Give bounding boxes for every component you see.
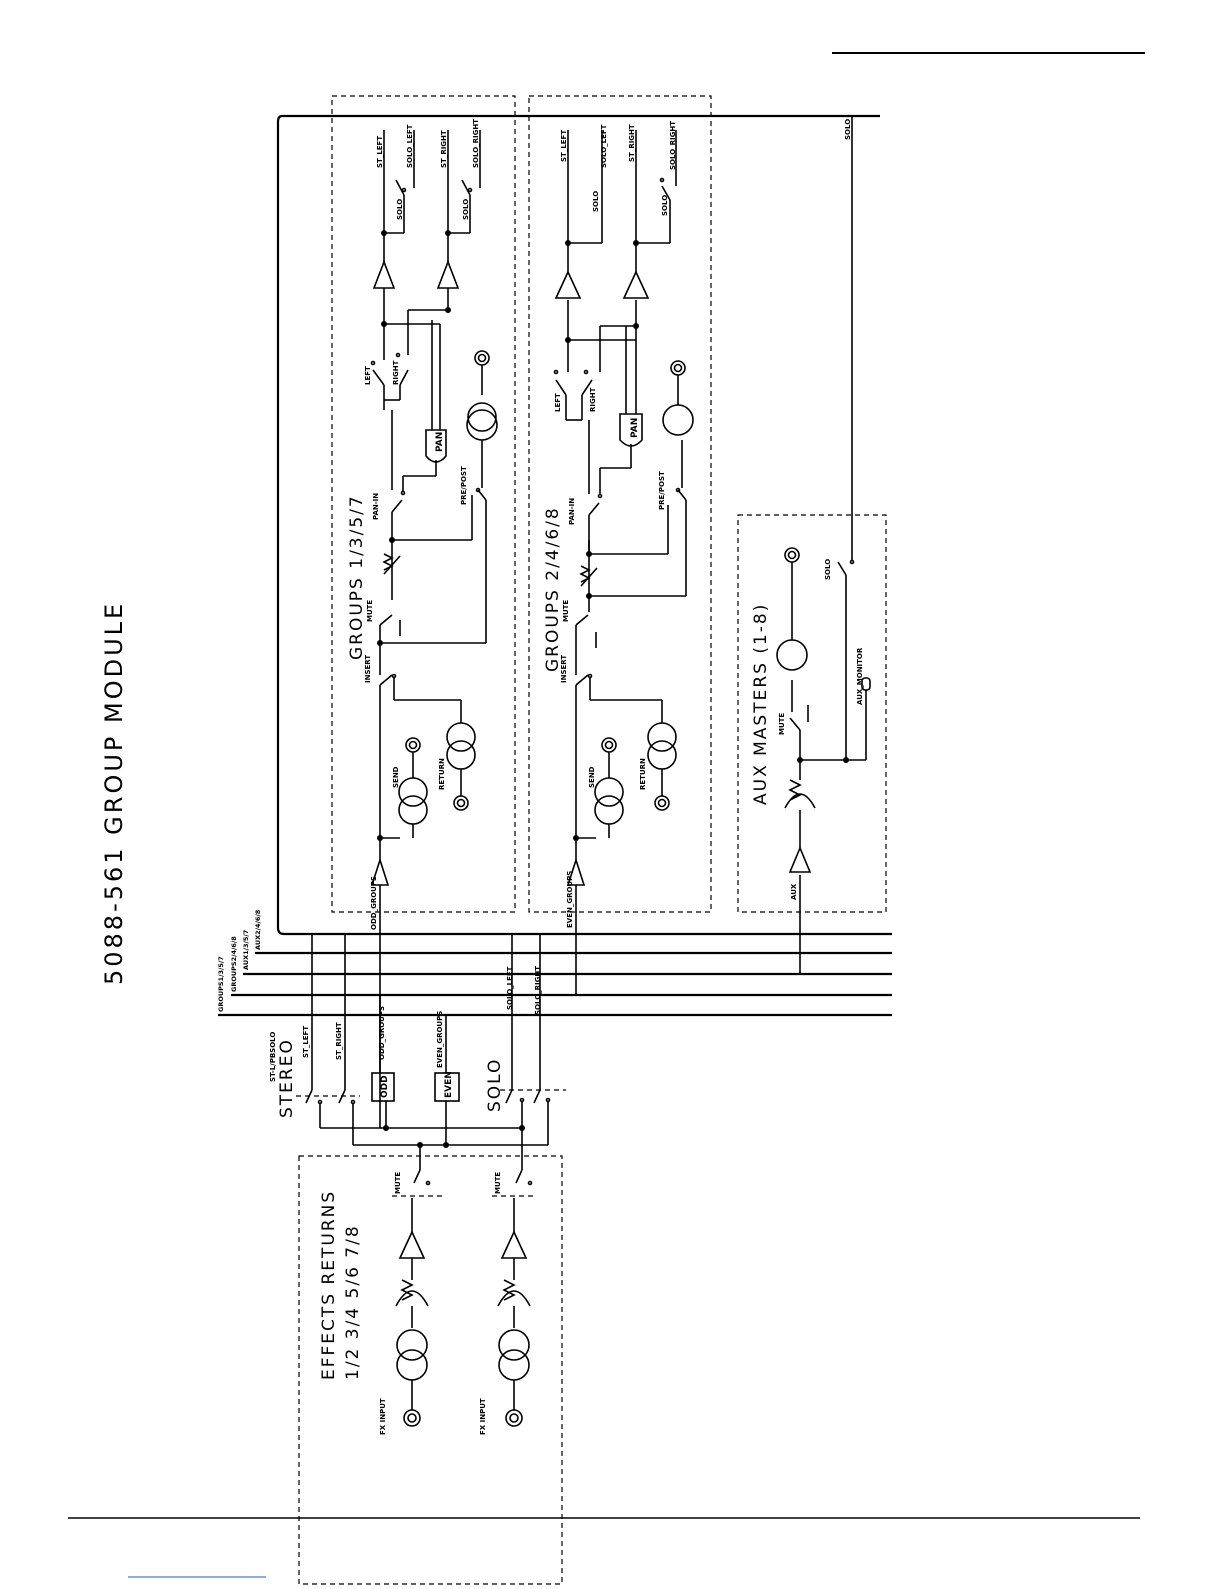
mute-label-even: MUTE: [562, 600, 570, 622]
odd-groups-label-lower: ODD_GROUPS: [378, 1006, 386, 1060]
solo-label-odd-2: SOLO: [462, 199, 470, 220]
mute-label-aux: MUTE: [778, 713, 786, 735]
even-groups-label: EVEN_GROUPS: [566, 871, 574, 928]
aux-label: AUX: [790, 883, 798, 900]
effects-returns-title-1: EFFECTS RETURNS: [319, 1190, 339, 1380]
fx-input-label-2: FX INPUT: [479, 1398, 487, 1435]
solo-label-top: SOLO: [844, 119, 852, 140]
right-label-even: RIGHT: [589, 387, 597, 412]
solo-left-label-even: SOLO_LEFT: [600, 124, 608, 168]
st-right-label-even: ST_RIGHT: [628, 124, 636, 162]
solo-right-label-even: SOLO_RIGHT: [669, 121, 677, 170]
bus-label-groups-odd: GROUPS1/3/5/7: [217, 956, 225, 1012]
aux-masters-title: AUX MASTERS (1-8): [751, 603, 771, 805]
mute-label-odd: MUTE: [366, 600, 374, 622]
even-box-label: EVEN: [444, 1071, 454, 1098]
pan-in-label-odd: PAN-IN: [372, 493, 380, 520]
insert-label-odd: INSERT: [364, 655, 372, 683]
send-label-odd: SEND: [392, 766, 400, 788]
left-label-even: LEFT: [554, 393, 562, 412]
groups-even-block: GROUPS 2/4/6/8 EVEN_GROUPS SEND RETURN I…: [528, 95, 712, 995]
stereo-title: STEREO: [277, 1038, 297, 1118]
return-label-even: RETURN: [639, 758, 647, 790]
odd-groups-label: ODD_GROUPS: [370, 876, 378, 930]
pan-in-label-even: PAN-IN: [568, 498, 576, 525]
pre-post-label-odd: PRE/POST: [460, 466, 468, 505]
st-right-label-stereo: ST_RIGHT: [335, 1022, 343, 1060]
bus-label-aux-odd: AUX1/3/5/7: [242, 930, 250, 970]
return-label-odd: RETURN: [438, 758, 446, 790]
solo-label-even-2: SOLO: [661, 195, 669, 216]
groups-odd-title: GROUPS 1/3/5/7: [347, 494, 367, 660]
solo-label-even-1: SOLO: [592, 191, 600, 212]
solo-right-label-odd: SOLO_RIGHT: [472, 119, 480, 168]
fx-input-label-1: FX INPUT: [379, 1398, 387, 1435]
odd-box-label: ODD: [380, 1075, 390, 1098]
right-label-odd: RIGHT: [392, 360, 400, 385]
effects-returns-title-2: 1/2 3/4 5/6 7/8: [343, 1224, 363, 1380]
send-label-even: SEND: [588, 766, 596, 788]
bus-label-aux-even: AUX2/4/6/8: [254, 909, 262, 950]
groups-odd-block: GROUPS 1/3/5/7 ODD_GROUPS SEND RETURN IN…: [331, 95, 516, 1128]
aux-masters-block: AUX MASTERS (1-8) AUX AUX_MONITOR MUTE S…: [737, 116, 887, 974]
stereo-solo-section: STEREO ST-L/PBSOLO ST_LEFT ST_RIGHT ODD …: [269, 934, 566, 1148]
st-left-label-even: ST_LEFT: [560, 130, 568, 162]
mute-label-fx2: MUTE: [494, 1172, 502, 1194]
bus-label-groups-even: GROUPS2/4/6/8: [230, 936, 238, 992]
mute-label-fx1: MUTE: [394, 1172, 402, 1194]
pan-label-even: PAN: [630, 418, 640, 438]
solo-left-label-odd: SOLO_LEFT: [406, 124, 414, 168]
insert-label-even: INSERT: [560, 655, 568, 683]
even-groups-label-lower: EVEN_GROUPS: [436, 1011, 444, 1068]
bus-lines: [218, 114, 892, 1017]
effects-returns-block: EFFECTS RETURNS 1/2 3/4 5/6 7/8 MUTE FX …: [298, 1128, 563, 1585]
solo-right-label-lower: SOLO_RIGHT: [534, 966, 542, 1015]
pan-label-odd: PAN: [435, 432, 445, 452]
st-left-label-odd: ST_LEFT: [376, 136, 384, 168]
solo-label-aux: SOLO: [824, 559, 832, 580]
st-left-label-stereo: ST_LEFT: [302, 1026, 310, 1058]
st-l-pbsolo-label: ST-L/PBSOLO: [269, 1032, 277, 1082]
groups-even-title: GROUPS 2/4/6/8: [543, 506, 563, 672]
pre-post-label-even: PRE/POST: [658, 471, 666, 510]
left-label-odd: LEFT: [364, 366, 372, 385]
aux-monitor-label: AUX_MONITOR: [856, 647, 864, 705]
bus-labels: AUX2/4/6/8 AUX1/3/5/7 GROUPS2/4/6/8 GROU…: [217, 909, 262, 1012]
page-title: 5088-561 GROUP MODULE: [100, 601, 128, 985]
solo-title: SOLO: [485, 1058, 505, 1112]
solo-left-label-lower: SOLO_LEFT: [506, 966, 514, 1010]
solo-label-odd-1: SOLO: [396, 199, 404, 220]
st-right-label-odd: ST_RIGHT: [440, 130, 448, 168]
